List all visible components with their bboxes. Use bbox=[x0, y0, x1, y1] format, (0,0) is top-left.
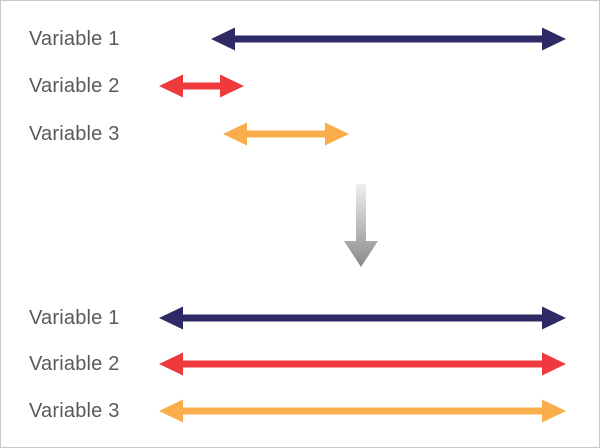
after-variable-2-label: Variable 2 bbox=[29, 353, 120, 375]
before-range-arrow-3 bbox=[223, 122, 349, 146]
before-range-arrow-2 bbox=[159, 74, 244, 98]
transform-down-arrow bbox=[344, 184, 378, 267]
after-range-arrow-3 bbox=[159, 399, 566, 423]
after-variable-3-label: Variable 3 bbox=[29, 400, 120, 422]
after-variable-1-label: Variable 1 bbox=[29, 307, 120, 329]
before-variable-3-label: Variable 3 bbox=[29, 123, 120, 145]
before-variable-1-label: Variable 1 bbox=[29, 28, 120, 50]
after-range-arrow-2 bbox=[159, 352, 566, 376]
before-variable-2-label: Variable 2 bbox=[29, 75, 120, 97]
before-range-arrow-1 bbox=[211, 27, 566, 51]
after-range-arrow-1 bbox=[159, 306, 566, 330]
